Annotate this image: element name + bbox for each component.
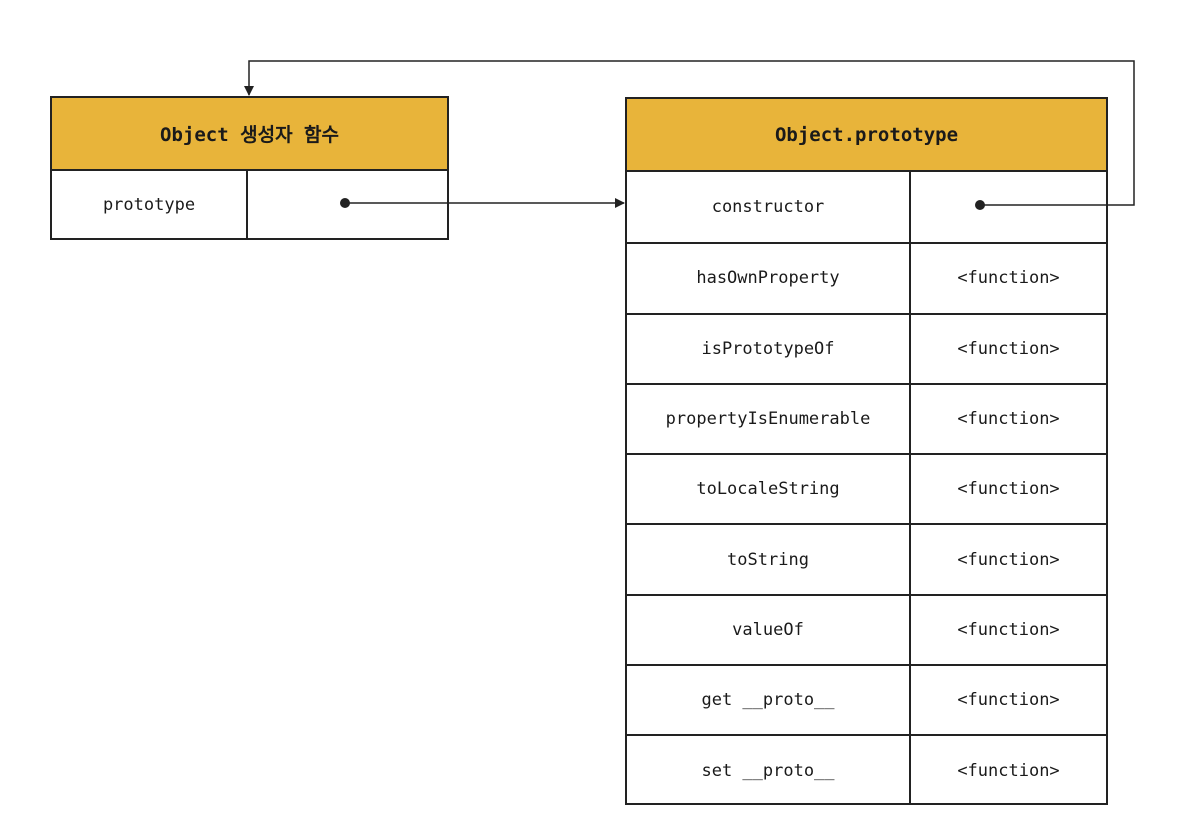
constructor-value-cell (911, 172, 1106, 242)
property-key-cell: hasOwnProperty (627, 244, 911, 313)
object-prototype-title: Object.prototype (627, 99, 1106, 172)
table-row: hasOwnProperty <function> (627, 242, 1106, 313)
table-row: valueOf <function> (627, 593, 1106, 665)
table-row: set __proto__ <function> (627, 734, 1106, 805)
property-key-cell: isPrototypeOf (627, 314, 911, 383)
property-key-cell: propertyIsEnumerable (627, 384, 911, 454)
property-key-cell: valueOf (627, 595, 911, 665)
table-row: toString <function> (627, 523, 1106, 594)
object-constructor-box: Object 생성자 함수 prototype (50, 96, 449, 240)
table-row: isPrototypeOf <function> (627, 312, 1106, 383)
property-value-cell: <function> (957, 549, 1060, 570)
property-value-cell: <function> (957, 268, 1060, 289)
prototype-key-cell: prototype (52, 171, 248, 238)
table-row: toLocaleString <function> (627, 453, 1106, 524)
property-key-cell: set __proto__ (627, 736, 911, 805)
table-row: constructor (627, 172, 1106, 243)
property-key-cell: toString (627, 525, 911, 594)
object-constructor-title: Object 생성자 함수 (52, 98, 447, 171)
prototype-value-cell (248, 171, 447, 238)
property-value-cell: <function> (957, 409, 1060, 430)
table-row: prototype (52, 171, 447, 238)
table-row: get __proto__ <function> (627, 664, 1106, 735)
constructor-key-cell: constructor (627, 172, 911, 243)
property-value-cell: <function> (957, 479, 1060, 500)
property-value-cell: <function> (957, 619, 1060, 640)
property-key-cell: toLocaleString (627, 455, 911, 524)
property-value-cell: <function> (957, 760, 1060, 781)
table-row: propertyIsEnumerable <function> (627, 382, 1106, 454)
property-key-cell: get __proto__ (627, 666, 911, 735)
object-prototype-box: Object.prototype constructor hasOwnPrope… (625, 97, 1108, 805)
property-value-cell: <function> (957, 338, 1060, 359)
property-value-cell: <function> (957, 690, 1060, 711)
